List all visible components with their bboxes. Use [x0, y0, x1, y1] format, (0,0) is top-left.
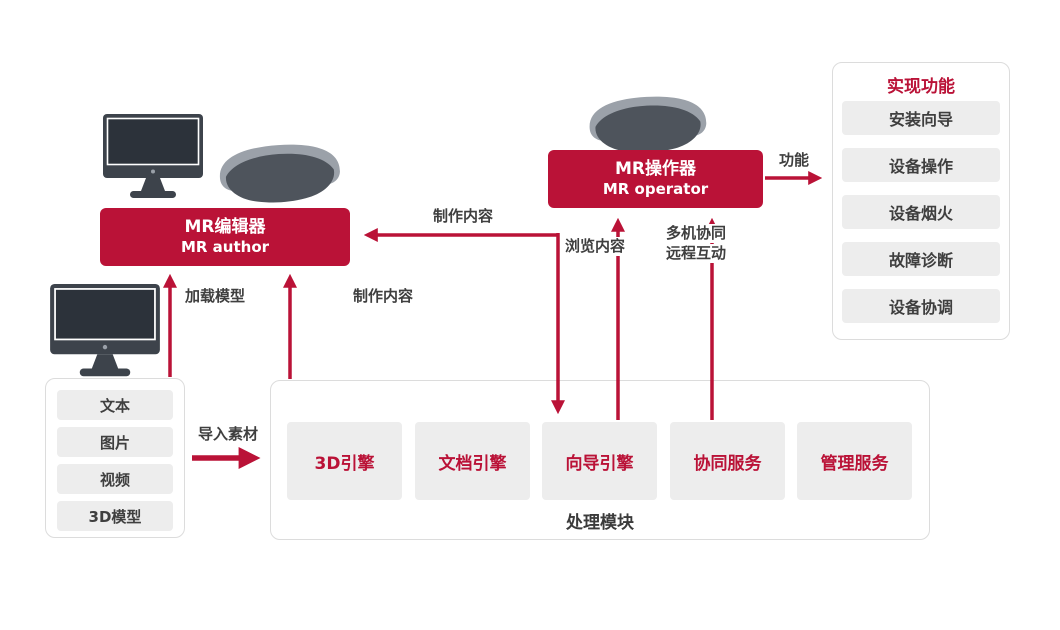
processing-panel-title: 处理模块 [566, 513, 634, 533]
mr-operator-subtitle: MR operator [602, 180, 709, 199]
edge-label-load-model: 加载模型 [182, 287, 249, 306]
edge-label-create-content-lower: 制作内容 [350, 287, 417, 306]
operator-mr-glasses-icon [578, 88, 717, 163]
edge-label-create-content-upper: 制作内容 [430, 207, 497, 226]
edge-label-import-material: 导入素材 [195, 425, 262, 444]
function-item-device-coordination: 设备协调 [842, 289, 1000, 323]
engine-item-collab-service: 协同服务 [670, 422, 785, 500]
function-item-device-operation: 设备操作 [842, 148, 1000, 182]
mr-operator-node: MR操作器 MR operator [548, 150, 763, 208]
edge-label-browse-content: 浏览内容 [562, 237, 629, 256]
materials-desktop-monitor-icon [50, 284, 160, 385]
function-item-fault-diagnosis: 故障诊断 [842, 242, 1000, 276]
engine-item-document-engine: 文档引擎 [415, 422, 530, 500]
edge-label-remote-interact: 远程互动 [663, 244, 730, 263]
functions-panel-title: 实现功能 [887, 77, 955, 97]
function-item-install-guide: 安装向导 [842, 101, 1000, 135]
mr-author-node: MR编辑器 MR author [100, 208, 350, 266]
material-item-text: 文本 [57, 390, 173, 420]
mr-author-title: MR编辑器 [184, 217, 266, 237]
engine-item-management-service: 管理服务 [797, 422, 912, 500]
engine-item-3d-engine: 3D引擎 [287, 422, 402, 500]
author-mr-glasses-icon [208, 135, 353, 215]
material-item-image: 图片 [57, 427, 173, 457]
material-item-3d-model: 3D模型 [57, 501, 173, 531]
author-desktop-monitor-icon [103, 114, 203, 206]
function-item-device-ignition: 设备烟火 [842, 195, 1000, 229]
mr-author-subtitle: MR author [180, 238, 270, 257]
edge-label-function: 功能 [776, 151, 813, 170]
material-item-video: 视频 [57, 464, 173, 494]
engine-item-guide-engine: 向导引擎 [542, 422, 657, 500]
mr-operator-title: MR操作器 [614, 159, 696, 179]
edge-label-multi-collab: 多机协同 [663, 224, 730, 243]
